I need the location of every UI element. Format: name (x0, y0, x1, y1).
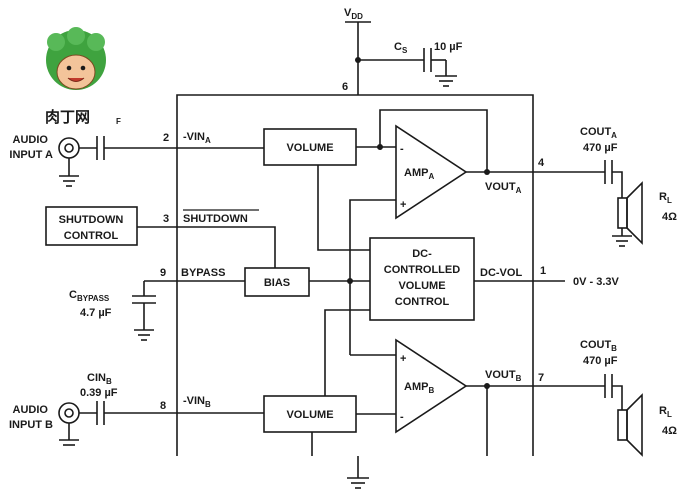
amp-b-minus: - (400, 411, 404, 423)
amp-a-feedback-junction (377, 144, 383, 150)
shutdown-control-block (45, 206, 138, 246)
rl-a-value: 4Ω (662, 211, 677, 223)
amp-a-feedback (379, 109, 488, 172)
shutdown-wire (137, 226, 276, 268)
vout-a-label: VOUTA (485, 181, 522, 195)
cs-label: CS (394, 41, 408, 55)
dc-volume-control-label-2: CONTROLLED (384, 264, 460, 276)
cin-b-label: CINB (87, 372, 112, 386)
dc-volume-control-block (369, 237, 475, 321)
pin-8-label: 8 (160, 400, 166, 412)
volume-b-label: VOLUME (286, 409, 333, 421)
vin-b-label: -VINB (183, 395, 211, 409)
mascot-logo (46, 27, 106, 90)
rl-a-label: RL (659, 191, 672, 205)
cout-a-value: 470 µF (583, 142, 618, 154)
dc-vol-pin-label: DC-VOL (480, 267, 522, 279)
amp-a-plus-wire (349, 199, 396, 355)
rl-b-value: 4Ω (662, 425, 677, 437)
pin-1-label: 1 (540, 265, 546, 277)
shutdown-pin-label: SHUTDOWN (183, 213, 248, 225)
bias-label: BIAS (264, 277, 290, 289)
logo-suffix: F (116, 117, 121, 126)
volume-a-control-wire (317, 165, 370, 251)
amp-b-label: AMPB (404, 381, 434, 395)
cs-value: 10 µF (434, 41, 463, 53)
cout-b-value: 470 µF (583, 355, 618, 367)
voltage-range-label: 0V - 3.3V (573, 276, 620, 288)
speaker-a-cone (626, 181, 643, 245)
c-bypass-label: CBYPASS (69, 289, 110, 303)
speaker-b-body (617, 409, 628, 441)
input-a-jack-inner (64, 143, 74, 153)
input-b-jack-outer (58, 402, 80, 424)
dc-volume-control-label-1: DC- (412, 248, 432, 260)
bias-block (244, 267, 310, 297)
pin-7-label: 7 (538, 372, 544, 384)
speaker-b-cone (626, 393, 643, 457)
dc-volume-control-label-4: CONTROL (395, 296, 450, 308)
vin-a-label: -VINA (183, 131, 211, 145)
shutdown-control-label-2: CONTROL (64, 230, 119, 242)
volume-a-block (263, 128, 357, 166)
amp-a-label: AMPA (404, 167, 434, 181)
amp-a-triangle (395, 124, 468, 220)
input-a-label: AUDIO (13, 134, 49, 146)
input-a-label-2: INPUT A (9, 149, 53, 161)
vdd-label: VDD (344, 7, 363, 21)
amp-a-minus: - (400, 143, 404, 155)
cout-b-wire (612, 385, 623, 410)
rl-b-label: RL (659, 405, 672, 419)
pin-6-label: 6 (342, 81, 348, 93)
amp-a-plus: + (400, 199, 406, 211)
volume-a-label: VOLUME (286, 142, 333, 154)
vout-b-label: VOUTB (485, 369, 522, 383)
cout-a-label: COUTA (580, 126, 617, 140)
input-b-jack-inner (64, 408, 74, 418)
input-b-label-2: INPUT B (9, 419, 53, 431)
cin-b-value: 0.39 µF (80, 387, 118, 399)
amp-b-plus: + (400, 353, 406, 365)
speaker-a-body (617, 197, 628, 229)
shutdown-control-label: SHUTDOWN (59, 214, 124, 226)
bottom-band (0, 460, 680, 499)
logo-text: 肉丁网 (45, 108, 90, 126)
volume-b-control-wire (324, 309, 370, 398)
input-a-jack-outer (58, 137, 80, 159)
bypass-label: BYPASS (181, 267, 225, 279)
amp-b-triangle (395, 338, 468, 434)
chip-outline (176, 94, 534, 456)
pin-4-label: 4 (538, 157, 545, 169)
pin-9-label: 9 (160, 267, 166, 279)
cout-b-label: COUTB (580, 339, 617, 353)
input-b-label: AUDIO (13, 404, 49, 416)
bias-junction (347, 278, 353, 284)
dc-volume-control-label-3: VOLUME (398, 280, 445, 292)
pin-2-label: 2 (163, 132, 169, 144)
c-bypass-value: 4.7 µF (80, 307, 112, 319)
pin-3-label: 3 (163, 213, 169, 225)
cout-a-wire (612, 171, 623, 198)
